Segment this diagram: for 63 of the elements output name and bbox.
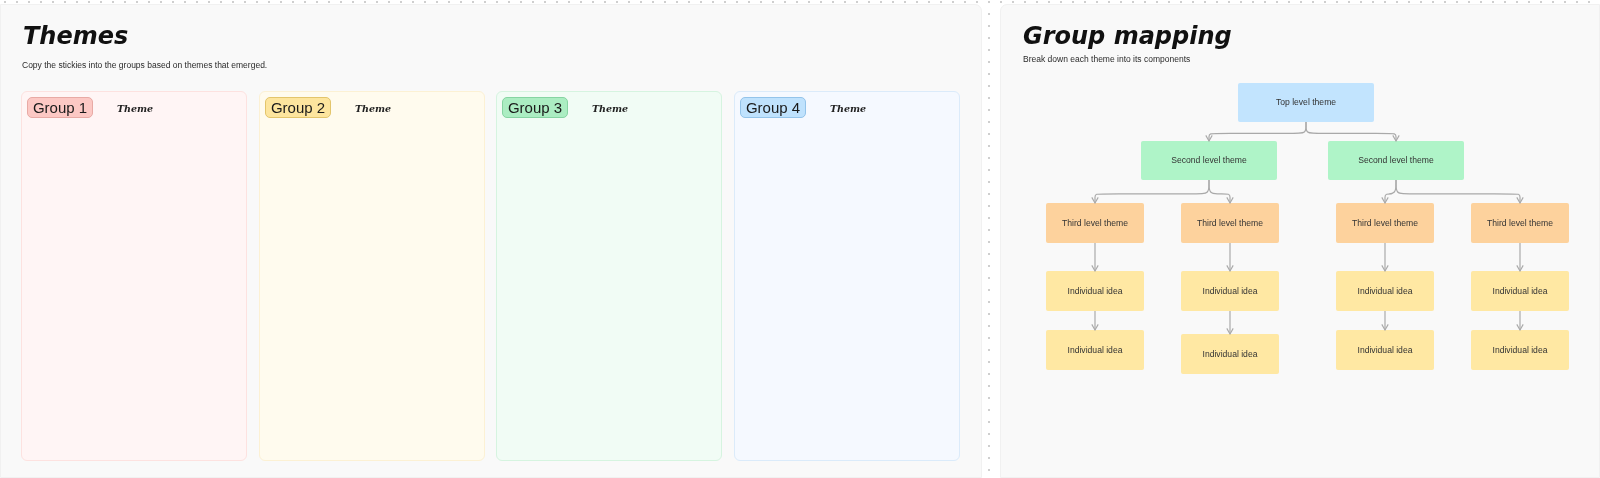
idea-note — [1046, 271, 1144, 311]
group-label: Group 3 — [507, 98, 563, 117]
idea-note — [1471, 330, 1569, 370]
node-text: Second level theme — [1171, 155, 1247, 166]
theme-label: Theme — [117, 103, 154, 115]
node-text: Individual idea — [1357, 344, 1413, 356]
theme-label: Theme — [830, 103, 867, 115]
arrow — [1381, 310, 1389, 331]
idea-note — [1046, 330, 1144, 370]
node-text: Individual idea — [1202, 285, 1258, 297]
theme-label: Theme — [355, 103, 392, 115]
section-description: Break down each theme into its components — [1023, 54, 1191, 65]
idea-note — [1336, 330, 1434, 370]
node-text: Individual idea — [1492, 344, 1548, 356]
arrow — [1395, 179, 1524, 204]
theme-card — [1471, 203, 1569, 243]
theme-card — [1336, 203, 1434, 243]
node-text: Individual idea — [1067, 344, 1123, 356]
idea-note — [1181, 334, 1279, 374]
theme-card — [1046, 203, 1144, 243]
arrow — [1305, 121, 1400, 142]
theme-label: Theme — [592, 103, 629, 115]
theme-card — [1328, 141, 1464, 180]
arrow — [1381, 242, 1389, 272]
arrow — [1208, 179, 1234, 204]
idea-note — [1336, 271, 1434, 311]
group-label: Group 1 — [32, 98, 88, 117]
section-panel — [1000, 4, 1600, 478]
section-panel — [0, 4, 982, 478]
group-badge — [265, 97, 331, 118]
group-panel — [21, 91, 247, 461]
arrow — [1516, 242, 1524, 272]
node-text: Second level theme — [1358, 155, 1434, 166]
node-text: Top level theme — [1275, 97, 1337, 108]
arrow — [1091, 310, 1099, 331]
arrow — [1091, 242, 1099, 272]
theme-card — [1238, 83, 1374, 122]
group-badge — [740, 97, 806, 118]
arrow — [1226, 242, 1234, 272]
arrow — [1226, 310, 1234, 335]
node-text: Individual idea — [1202, 348, 1258, 360]
section-description: Copy the stickies into the groups based on themes that emerged. — [22, 60, 268, 71]
node-text: Individual idea — [1067, 285, 1123, 297]
arrow — [1516, 310, 1524, 331]
group-label: Group 2 — [270, 98, 326, 117]
theme-card — [1141, 141, 1277, 180]
group-label: Group 4 — [745, 98, 801, 117]
idea-note — [1471, 271, 1569, 311]
group-panel — [259, 91, 485, 461]
group-badge — [27, 97, 93, 118]
group-panel — [496, 91, 722, 461]
section-title: Themes — [23, 22, 129, 50]
theme-card — [1181, 203, 1279, 243]
node-text: Third level theme — [1062, 217, 1128, 229]
group-panel — [734, 91, 960, 461]
node-text: Third level theme — [1197, 217, 1263, 229]
group-badge — [502, 97, 568, 118]
idea-note — [1181, 271, 1279, 311]
node-text: Third level theme — [1487, 217, 1553, 229]
node-text: Third level theme — [1352, 217, 1418, 229]
section-title: Group mapping — [1023, 22, 1232, 50]
node-text: Individual idea — [1492, 285, 1548, 297]
node-text: Individual idea — [1357, 285, 1413, 297]
